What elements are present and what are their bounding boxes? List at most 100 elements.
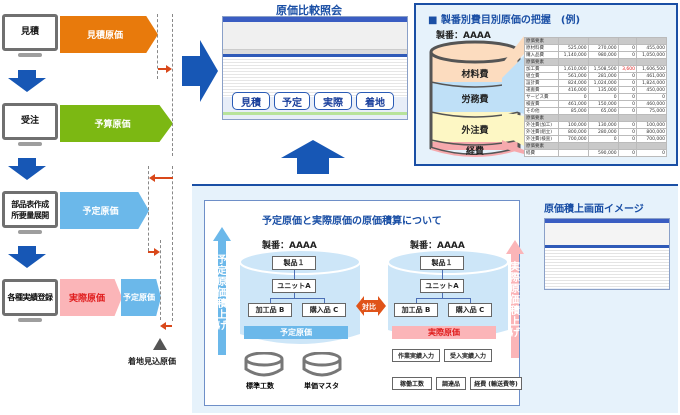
table-cell: 461,000 xyxy=(557,100,589,108)
table-cell: 270,000 xyxy=(587,44,619,52)
right-serial: 製番：AAAA xyxy=(410,241,465,251)
layer-label-material: 材料費 xyxy=(461,70,489,80)
down-arrow-icon xyxy=(8,70,46,92)
up-arrow-actual-icon xyxy=(506,240,524,358)
node-part-c: 購入品 C xyxy=(302,303,346,317)
down-arrow-icon xyxy=(8,246,46,268)
table-cell: 700,000 xyxy=(557,135,589,143)
header-cell xyxy=(557,114,589,122)
table-cell: 461,000 xyxy=(635,72,668,80)
header-cell xyxy=(557,142,589,150)
header-cell xyxy=(635,58,668,66)
table-cell: 800,000 xyxy=(635,128,668,136)
accumulation-screen-image xyxy=(544,218,670,290)
triangle-marker-icon xyxy=(153,338,167,350)
receipt-entry-node: 受入実績入力 xyxy=(444,349,492,362)
header-cell xyxy=(557,37,589,45)
step-actual-entry: 各種実績登録 xyxy=(2,279,58,316)
table-cell: 1,050,000 xyxy=(635,51,668,59)
grid-selected-row xyxy=(223,54,407,57)
cost-label-planned: 予定原価 xyxy=(60,192,149,229)
monitor-actual: 各種実績登録 xyxy=(2,279,58,323)
node-unit: ユニットA xyxy=(272,279,316,293)
tree-line xyxy=(294,293,295,298)
big-up-arrow-icon xyxy=(281,140,345,174)
table-cell: 824,000 xyxy=(557,79,589,87)
table-cell: 外注費(加工) xyxy=(524,121,559,129)
node-unit: ユニットA xyxy=(420,279,464,293)
monitor-order: 受注 xyxy=(2,103,58,147)
layer-label-expense: 経費 xyxy=(465,147,484,157)
tree-line xyxy=(470,298,471,303)
compare-planned-button[interactable]: 予定 xyxy=(274,92,310,110)
down-arrow-icon xyxy=(8,158,46,180)
table-cell: 0 xyxy=(617,135,637,143)
source-expenses: 経費 (輸送費等) xyxy=(470,377,522,390)
table-cell: 525,000 xyxy=(557,44,589,52)
actual-cost-bar: 実際原価 xyxy=(392,326,496,339)
monitor-stand xyxy=(18,230,42,234)
layer-label-outsource: 外注費 xyxy=(461,126,489,136)
tree-line xyxy=(442,293,443,298)
calc-title: 予定原価と実際原価の原価積算について xyxy=(262,216,442,227)
table-cell: 0 xyxy=(617,93,637,101)
big-right-arrow-icon xyxy=(182,40,218,102)
connector-wedges xyxy=(502,36,524,154)
table-cell: 100,000 xyxy=(557,121,589,129)
table-cell: 450,000 xyxy=(635,86,668,94)
cost-label-estimate: 見積原価 xyxy=(60,16,158,53)
table-cell: 281,000 xyxy=(587,72,619,80)
db-standard-hours-icon xyxy=(244,352,284,377)
table-cell: 100,000 xyxy=(635,121,668,129)
compare-actual-button[interactable]: 実際 xyxy=(314,92,352,110)
header-cell xyxy=(617,37,637,45)
table-cell: 0 xyxy=(617,86,637,94)
monitor-stand xyxy=(18,142,42,146)
source-operating-hours: 稼働工数 xyxy=(392,377,432,390)
table-cell: 外注費(組立) xyxy=(524,128,559,136)
node-part-c: 購入品 C xyxy=(448,303,492,317)
table-cell: 0 xyxy=(617,149,637,157)
step-bom-line1: 部品表作成 xyxy=(11,199,49,209)
table-cell: 1,024,000 xyxy=(587,79,619,87)
compare-estimate-button[interactable]: 見積 xyxy=(232,92,270,110)
table-cell: 0 xyxy=(557,93,589,101)
window-titlebar xyxy=(223,17,407,22)
table-cell xyxy=(557,149,589,157)
table-cell: 135,000 xyxy=(587,86,619,94)
table-cell: 65,000 xyxy=(587,107,619,115)
node-part-b: 加工品 B xyxy=(248,303,292,317)
header-cell xyxy=(587,58,619,66)
node-part-b: 加工品 B xyxy=(394,303,438,317)
table-cell: 1,606,500 xyxy=(635,65,668,73)
step-order: 受注 xyxy=(2,103,58,140)
red-arrow-right-icon xyxy=(148,248,160,256)
step-bom-line2: 所要量展開 xyxy=(11,210,49,220)
table-cell: 460,000 xyxy=(635,100,668,108)
dotted-line xyxy=(172,14,173,156)
cost-label-budget: 予算原価 xyxy=(60,105,173,142)
table-cell: 経費 xyxy=(524,149,559,157)
monitor-stand xyxy=(18,318,42,322)
grid-rows xyxy=(545,248,669,288)
compare-landing-button[interactable]: 着地 xyxy=(356,92,394,110)
header-cell xyxy=(587,37,619,45)
cost-label-planned-2: 予定原価 xyxy=(121,279,161,316)
table-group-header: 原価要素 xyxy=(524,37,668,45)
header-cell xyxy=(617,114,637,122)
table-cell: 130,000 xyxy=(587,121,619,129)
tree-line xyxy=(416,298,470,299)
dotted-line xyxy=(172,166,173,321)
tree-line xyxy=(416,298,417,303)
left-serial: 製番：AAAA xyxy=(262,241,317,251)
table-cell: その他 xyxy=(524,107,559,115)
comparison-title: 原価比較照会 xyxy=(276,4,342,17)
header-cell xyxy=(557,58,589,66)
grid-rows xyxy=(223,57,407,97)
tree-line xyxy=(324,298,325,303)
